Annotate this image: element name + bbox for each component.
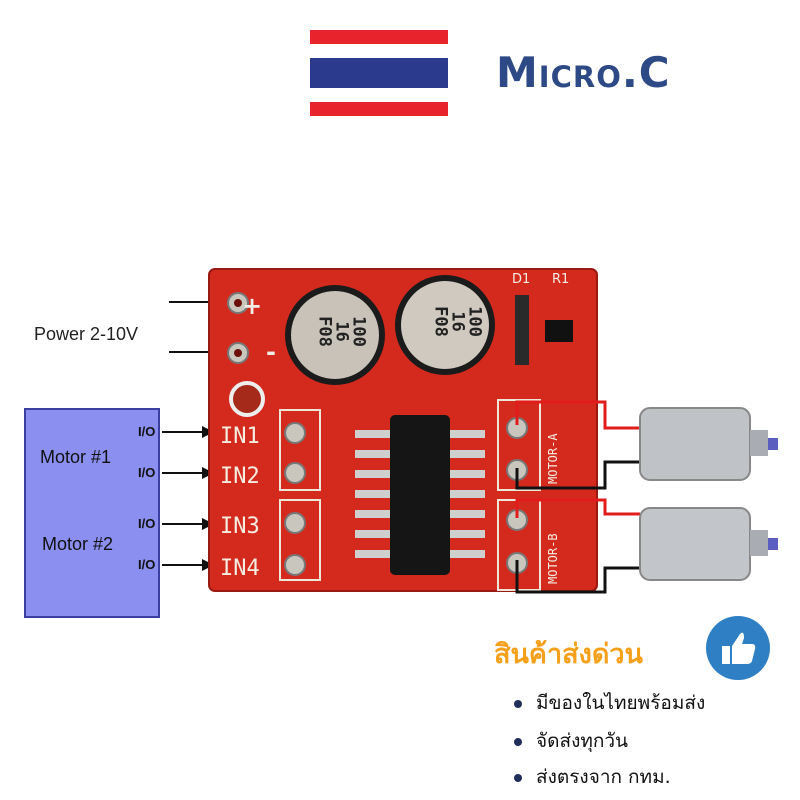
thai-flag-icon xyxy=(310,30,448,116)
pin-label-in2: IN2 xyxy=(220,464,260,489)
motor-b-icon xyxy=(640,508,750,580)
pin-label-in1: IN1 xyxy=(220,424,260,449)
power-label: Power 2-10V xyxy=(34,324,139,344)
io-label-3: I/O xyxy=(138,516,156,531)
motor2-label: Motor #2 xyxy=(42,534,114,554)
pin-label-in3: IN3 xyxy=(220,514,260,539)
pin-label-in4: IN4 xyxy=(220,556,260,581)
motor-a-icon xyxy=(640,408,750,480)
promo-bullet-3: ส่งตรงจาก กทม. xyxy=(514,762,671,792)
motor-driver-board xyxy=(208,268,598,592)
promo-bullet-2: จัดส่งทุกวัน xyxy=(514,726,628,756)
motor-wiring xyxy=(515,400,778,594)
brand-logo-text: Micro.C xyxy=(496,48,671,97)
io-label-2: I/O xyxy=(138,465,156,480)
controller-box xyxy=(24,408,160,618)
r1-label: R1 xyxy=(552,272,570,287)
d1-label: D1 xyxy=(512,272,531,287)
power-plus-pin: + xyxy=(242,292,263,320)
power-minus-pin: - xyxy=(266,338,276,366)
thumbs-up-icon xyxy=(706,616,770,680)
promo-title: สินค้าส่งด่วน xyxy=(494,639,643,670)
promo-bullet-1: มีของในไทยพร้อมส่ง xyxy=(514,688,705,718)
io-label-1: I/O xyxy=(138,424,156,439)
io-label-4: I/O xyxy=(138,557,156,572)
motor1-label: Motor #1 xyxy=(40,447,112,467)
